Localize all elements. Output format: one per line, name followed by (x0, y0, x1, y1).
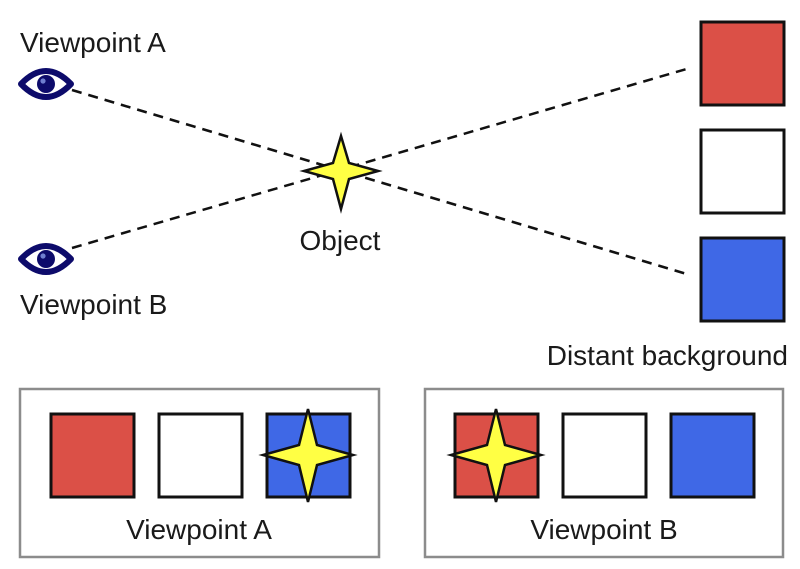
object-label: Object (300, 225, 381, 256)
eye-icon (18, 68, 74, 100)
viewpoint-b-label: Viewpoint B (20, 289, 167, 320)
panel-square-red (49, 412, 136, 499)
background-square-blue (699, 236, 786, 323)
four-point-star-icon (299, 131, 383, 214)
panel-square-white (157, 412, 244, 499)
distant-background-label: Distant background (547, 340, 788, 371)
viewpoint-a-label: Viewpoint A (20, 27, 166, 58)
panel-caption: Viewpoint A (126, 514, 272, 545)
sightline-a (71, 88, 691, 277)
panel-square-white (561, 412, 648, 499)
sightline-b (71, 66, 691, 250)
four-point-star-icon (258, 408, 358, 503)
panel-square-blue (669, 412, 756, 499)
eye-icon (18, 243, 74, 275)
panel-caption: Viewpoint B (530, 514, 677, 545)
background-square-white (699, 128, 786, 215)
four-point-star-icon (446, 408, 546, 503)
viewpoint-b-panel: Viewpoint B (423, 387, 785, 559)
viewpoint-a-panel: Viewpoint A (18, 387, 381, 559)
background-square-red (699, 20, 786, 107)
